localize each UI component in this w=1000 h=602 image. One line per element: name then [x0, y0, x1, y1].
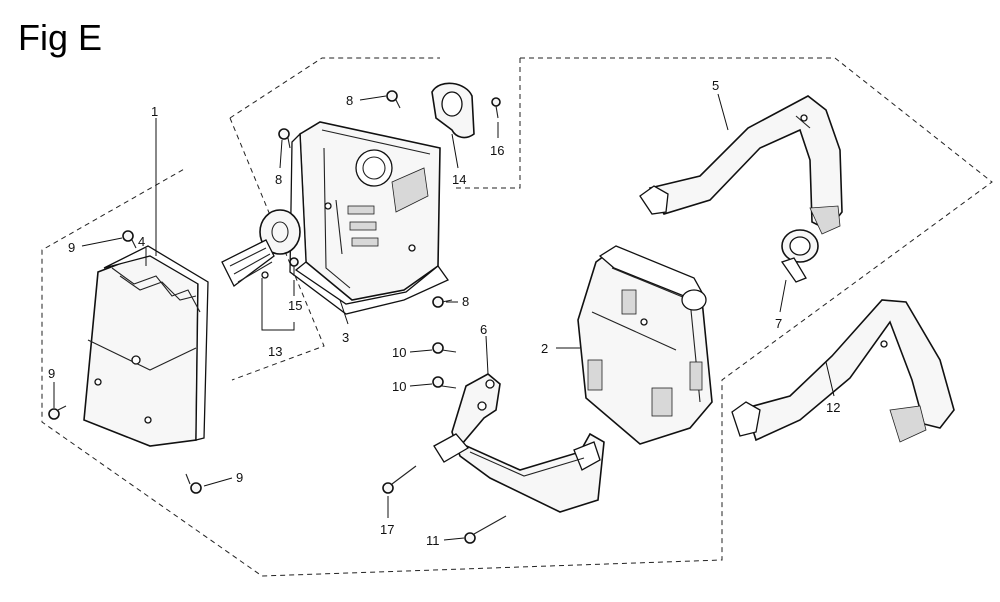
callout-9a: 9: [68, 240, 75, 255]
leader-7: [779, 279, 787, 313]
leader-11: [443, 537, 465, 541]
callout-11: 11: [426, 533, 440, 548]
callout-14: 14: [452, 172, 466, 187]
exhaust-pipe-upper: [639, 95, 843, 235]
leader-12: [825, 361, 835, 397]
callout-7: 7: [775, 316, 782, 331]
callout-8b: 8: [275, 172, 282, 187]
bolt-10a: [432, 342, 457, 354]
muffler-body: [577, 245, 713, 445]
callout-17: 17: [380, 522, 394, 537]
callout-2: 2: [541, 341, 548, 356]
leader-9a: [81, 237, 123, 247]
callout-8c: 8: [462, 294, 469, 309]
bolt-16: [491, 97, 501, 119]
spark-arrester: [221, 209, 301, 287]
callout-8a: 8: [346, 93, 353, 108]
bolt-9b: [48, 405, 67, 420]
bolt-10b: [432, 376, 457, 389]
bolt-8c: [432, 296, 453, 308]
bolt-11: [464, 515, 507, 544]
leader-8b: [279, 139, 283, 169]
callout-10a: 10: [392, 345, 406, 360]
leader-5: [717, 93, 729, 131]
leader-9c: [203, 477, 233, 487]
callout-12: 12: [826, 400, 840, 415]
callout-9b: 9: [48, 366, 55, 381]
bolt-9a: [122, 230, 137, 249]
callout-5: 5: [712, 78, 719, 93]
callout-1: 1: [151, 104, 158, 119]
leader-10b: [409, 383, 433, 387]
assembly-boundary-upper: [229, 57, 440, 119]
assembly-boundary-inner: [229, 117, 325, 381]
bolt-9c: [185, 473, 202, 494]
figure-title: Fig E: [18, 17, 103, 58]
leader-10a: [409, 349, 433, 353]
callout-4: 4: [138, 234, 145, 249]
callout-3: 3: [342, 330, 349, 345]
bolt-17: [382, 465, 417, 494]
pipe-clamp: [780, 229, 819, 283]
bolt-8b: [278, 128, 291, 149]
bolt-15: [289, 257, 299, 276]
exhaust-pipe-lower: [731, 299, 955, 443]
leader-8a: [359, 95, 387, 101]
leader-6: [485, 335, 489, 375]
heat-shield-plate: [431, 82, 475, 139]
leader-3: [339, 299, 349, 325]
muffler-stay: [433, 373, 605, 513]
leader-13: [261, 278, 295, 331]
callout-15: 15: [288, 298, 302, 313]
callout-9c: 9: [236, 470, 243, 485]
callout-6: 6: [480, 322, 487, 337]
bolt-8a: [386, 90, 401, 109]
assembly-boundary-main: [41, 57, 993, 577]
muffler-protector: [289, 121, 449, 315]
leader-14: [451, 133, 459, 169]
assembly-boundary-heatshield: [455, 58, 521, 189]
callout-13: 13: [268, 344, 282, 359]
callout-10b: 10: [392, 379, 406, 394]
protector-cover: [83, 245, 209, 447]
callout-16: 16: [490, 143, 504, 158]
